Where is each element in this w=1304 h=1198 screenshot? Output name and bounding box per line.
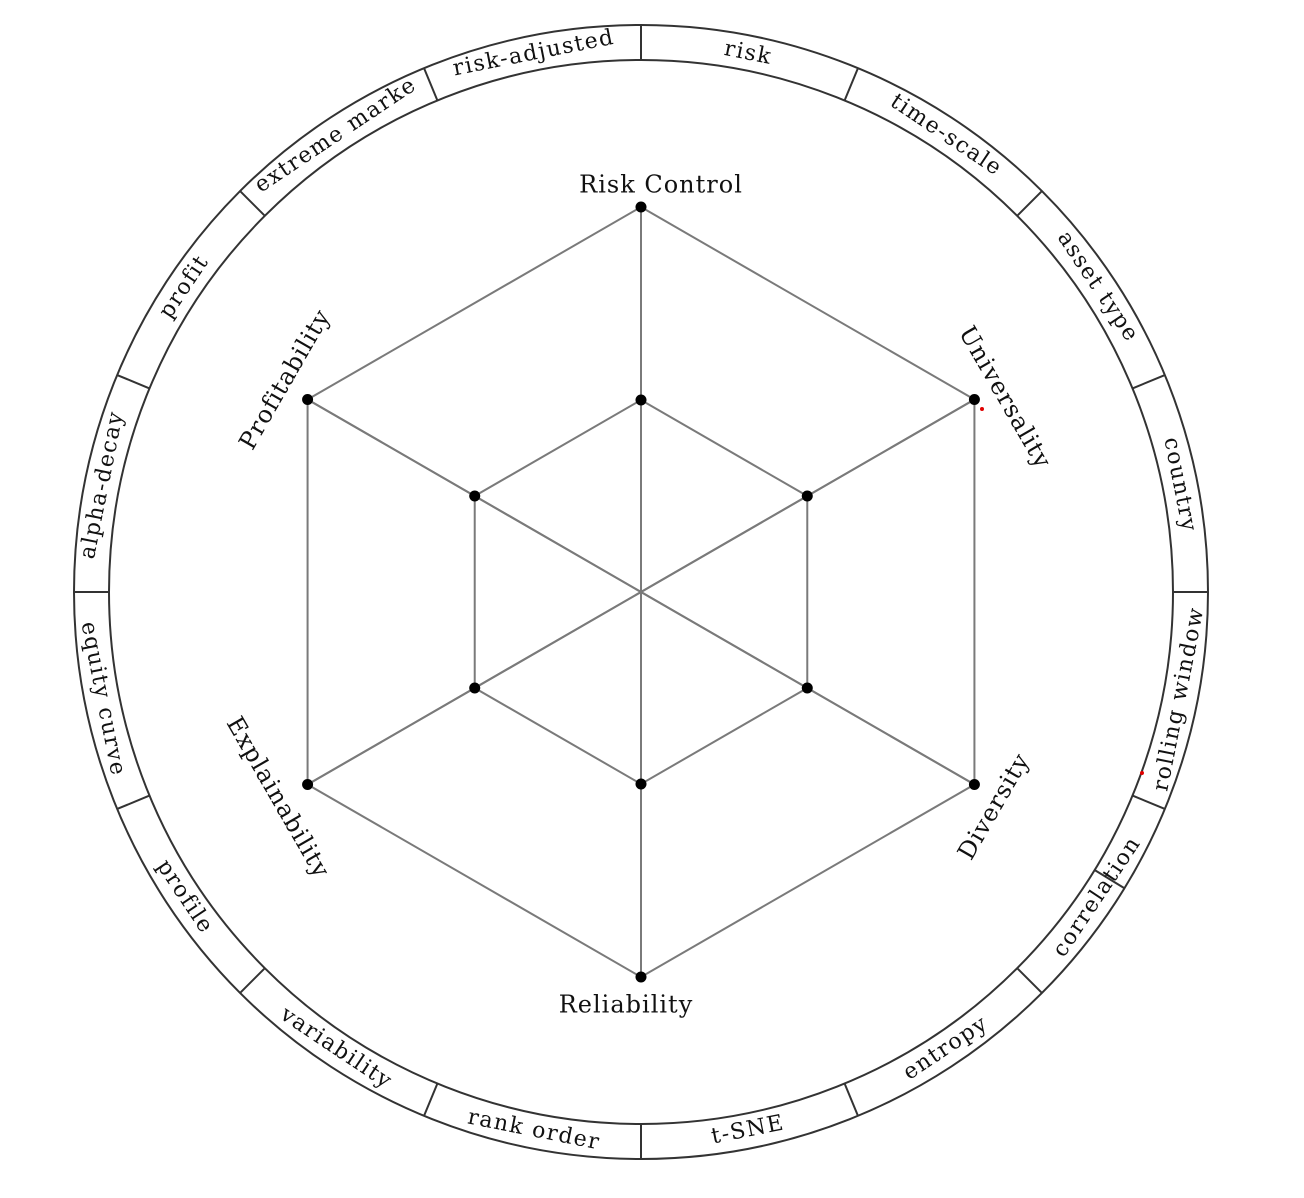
ring-segment-label: variability <box>275 1001 397 1094</box>
ring-segment-label: asset type <box>1052 227 1144 347</box>
ring-segment-label: extreme marke <box>250 72 421 198</box>
ring-segment-label: time-scale <box>886 89 1007 181</box>
stray-red-dot-1 <box>980 407 984 411</box>
ring-tick <box>1132 794 1166 810</box>
stray-marks <box>980 407 1144 775</box>
ring-tick <box>1132 374 1166 390</box>
axis-label-diversity: Diversity <box>952 748 1035 865</box>
outer-vertex-risk-control <box>635 201 647 213</box>
outer-vertex-explainability <box>302 779 314 790</box>
ring-segment-label: risk-adjusted <box>451 25 617 82</box>
axis-label-risk-control: Risk Control <box>579 171 743 199</box>
axis-label-explainability: Explainability <box>221 712 336 883</box>
outer-vertex-universality <box>968 394 980 405</box>
ring-segment-label: country <box>1158 435 1201 534</box>
ring-segment-label: rolling window <box>1148 605 1209 794</box>
outer-vertex-diversity <box>968 779 980 790</box>
outer-vertex-profitability <box>302 394 314 405</box>
inner-vertex-risk-control <box>635 394 647 406</box>
ring-tick <box>423 67 439 101</box>
inner-vertex-explainability <box>469 682 481 694</box>
ring-tick-extra <box>1094 869 1125 890</box>
ring-segment-label: correlation <box>1048 832 1146 962</box>
inner-vertex-reliability <box>635 778 647 790</box>
ring-segment-label: risk <box>722 36 774 70</box>
inner-vertex-diversity <box>801 682 813 694</box>
axis-labels: Risk ControlUniversalityDiversityReliabi… <box>221 171 1058 1019</box>
inner-vertex-universality <box>801 490 813 502</box>
ring-tick <box>843 1083 859 1117</box>
stray-red-dot-2 <box>1140 771 1144 775</box>
ring-tick <box>239 190 266 217</box>
outer-vertex-reliability <box>635 971 647 983</box>
radar-grid <box>306 205 976 979</box>
outer-ring <box>73 24 1209 1160</box>
ring-tick <box>116 374 150 390</box>
ring-tick <box>1016 190 1043 217</box>
ring-tick <box>239 967 266 994</box>
ring-tick <box>116 794 150 810</box>
axis-label-profitability: Profitability <box>233 304 336 454</box>
inner-vertex-profitability <box>469 490 481 502</box>
axis-label-reliability: Reliability <box>559 991 694 1019</box>
ring-tick <box>423 1083 439 1117</box>
radar-vertices <box>302 201 980 983</box>
ring-tick <box>843 67 859 101</box>
ring-tick <box>1016 967 1043 994</box>
